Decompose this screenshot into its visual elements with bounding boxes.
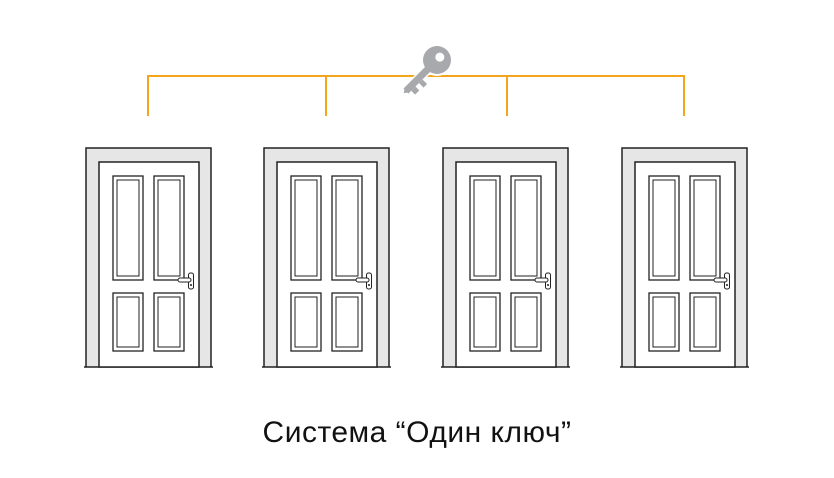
door-panel-4 [510,292,542,352]
door-panel-inner-4 [157,296,181,348]
door-panel-4 [153,292,185,352]
door-2 [262,147,391,368]
door-panel-4 [689,292,721,352]
door-panel-3 [648,292,680,352]
door-1 [84,147,213,368]
diagram-caption: Система “Один ключ” [262,416,572,449]
door-panel-inner-1 [116,179,140,277]
door-leaf [455,161,557,368]
handle-lever [713,277,728,283]
door-panel-inner-3 [652,296,676,348]
door-panel-2 [331,175,363,281]
door-panel-inner-2 [157,179,181,277]
key-shape [398,44,453,99]
door-panel-inner-3 [116,296,140,348]
door-panel-1 [648,175,680,281]
door-panel-1 [290,175,322,281]
door-panel-3 [290,292,322,352]
door-handle-icon [355,272,372,290]
door-panel-2 [510,175,542,281]
door-leaf [634,161,736,368]
keyhole [368,284,370,286]
door-panel-inner-4 [693,296,717,348]
door-panel-2 [689,175,721,281]
keyhole [190,284,192,286]
door-leaf [276,161,378,368]
door-panel-inner-2 [693,179,717,277]
door-panel-4 [331,292,363,352]
door-3 [441,147,570,368]
door-panel-inner-3 [473,296,497,348]
handle-lever [534,277,549,283]
key-icon [398,44,453,99]
key-shaft [403,65,432,94]
door-panel-3 [469,292,501,352]
door-4 [620,147,749,368]
key-teeth [403,79,428,95]
door-panel-inner-1 [473,179,497,277]
door-panel-inner-1 [652,179,676,277]
door-handle-icon [534,272,551,290]
handle-lever [177,277,192,283]
door-panel-inner-2 [335,179,359,277]
door-panel-3 [112,292,144,352]
door-panel-inner-4 [335,296,359,348]
key-hole [435,52,445,62]
door-handle-icon [713,272,730,290]
door-panel-inner-1 [294,179,318,277]
handle-lever [355,277,370,283]
door-panel-inner-3 [294,296,318,348]
door-panel-2 [153,175,185,281]
keyhole [547,284,549,286]
doors-row [84,147,749,368]
door-panel-inner-2 [514,179,538,277]
door-panel-1 [112,175,144,281]
door-leaf [98,161,200,368]
door-handle-icon [177,272,194,290]
door-panel-inner-4 [514,296,538,348]
door-panel-1 [469,175,501,281]
keyhole [726,284,728,286]
